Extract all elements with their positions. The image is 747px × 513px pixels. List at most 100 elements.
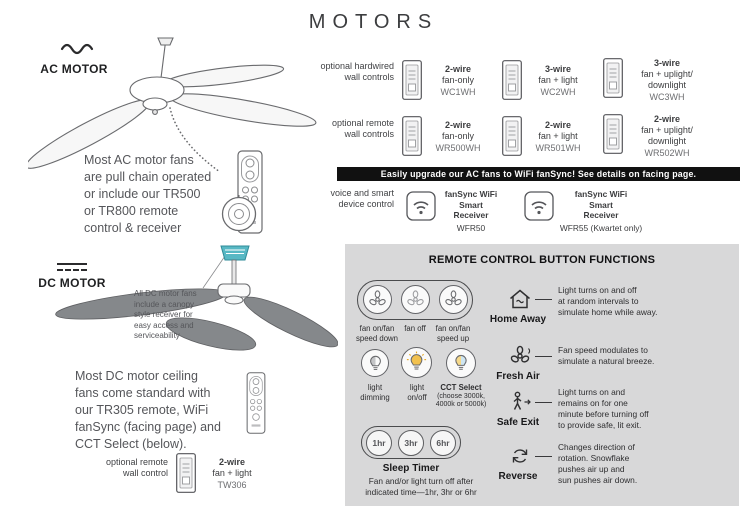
ac-waveform-icon [60, 43, 94, 55]
timer-3hr-button: 3hr [398, 429, 424, 456]
wall-control-cell: 2-wire fan + light TW306 [200, 457, 264, 491]
reverse-icon [512, 449, 528, 463]
light-onoff-button [401, 347, 432, 378]
fan-off-button [401, 285, 430, 314]
connector-line [535, 402, 552, 403]
function-label: fan-only [441, 131, 475, 141]
ac-motor-label: AC MOTOR [40, 62, 108, 76]
sleep-timer-group: 1hr 3hr 6hr [361, 426, 461, 459]
function-label: fan-only [441, 75, 475, 85]
wire-label: 2-wire [444, 64, 471, 74]
wall-control-cell: 2-wire fan + uplight/ downlight WR502WH [623, 114, 711, 159]
model-number: WR502WH [644, 148, 690, 158]
connector-line [535, 356, 552, 357]
wire-label: 2-wire [218, 457, 245, 467]
dc-canopy-callout: All DC motor fans include a canopy style… [134, 289, 197, 340]
function-label: fan + uplight/ downlight [641, 125, 693, 146]
cct-select-label: CCT Select (choose 3000k, 4000k or 5000k… [429, 383, 493, 410]
sleep-timer-desc: Fan and/or light turn off after indicate… [365, 476, 477, 497]
dc-description: Most DC motor ceiling fans come standard… [75, 369, 221, 451]
ac-fan-illustration [28, 37, 317, 173]
fansync-receiver-cell: fanSync WiFi Smart Receiver WFR55 (Kwart… [552, 189, 650, 233]
dc-remote-illustration [246, 372, 266, 434]
model-number: WR500WH [435, 143, 481, 153]
wire-label: 2-wire [653, 114, 680, 124]
function-label: fan + light [212, 468, 252, 478]
dc-fan-illustration [55, 245, 338, 351]
model-number: WC2WH [540, 87, 576, 97]
hardwired-wall-controls-label: optional hardwired wall controls [320, 61, 394, 82]
fansync-upgrade-banner: Easily upgrade our AC fans to WiFi fanSy… [337, 167, 740, 181]
sleep-timer-title: Sleep Timer [382, 463, 440, 474]
wall-plate-icon [502, 116, 522, 156]
model-number: WC3WH [649, 92, 685, 102]
model-number: WC1WH [440, 87, 476, 97]
wall-control-cell: 2-wire fan + light WR501WH [524, 120, 592, 154]
fan-icon [369, 290, 386, 306]
fan-buttons-group [357, 280, 473, 320]
model-number: WFR55 (Kwartet only) [559, 222, 643, 233]
wall-plate-icon [402, 60, 422, 100]
connector-line [535, 299, 552, 300]
fresh-air-icon [510, 345, 531, 363]
connector-line [535, 456, 552, 457]
wire-label: 2-wire [444, 120, 471, 130]
light-onoff-label: light on/off [407, 383, 427, 402]
remote-wall-controls-label: optional remote wall controls [331, 118, 394, 139]
remote-functions-panel: REMOTE CONTROL BUTTON FUNCTIONS [345, 244, 739, 506]
function-label: fan + light [538, 131, 578, 141]
bulb-dim-icon [369, 355, 381, 370]
function-desc: Light turns on and off at random interva… [558, 285, 658, 317]
voice-smart-control-label: voice and smart device control [330, 188, 394, 209]
fan-icon [407, 290, 424, 306]
bulb-cct-icon [455, 354, 467, 370]
model-number: WFR50 [456, 222, 486, 233]
fan-speed-down-button [363, 285, 392, 314]
bulb-on-icon [406, 351, 427, 370]
timer-1hr-button: 1hr [366, 429, 392, 456]
fan-off-label: fan off [404, 324, 426, 333]
timer-6hr-button: 6hr [430, 429, 456, 456]
dc-wall-control-label: optional remote wall control [105, 457, 168, 478]
model-number: TW306 [217, 480, 247, 490]
fan-speed-down-label: fan on/fan speed down [355, 324, 399, 343]
dc-current-icon [57, 263, 87, 271]
wall-control-cell: 3-wire fan + uplight/ downlight WC3WH [623, 58, 711, 103]
ac-receiver-illustration [221, 195, 257, 232]
function-desc: Fan speed modulates to simulate a natura… [558, 345, 655, 366]
fan-speed-up-button [439, 285, 468, 314]
wire-label: 3-wire [653, 58, 680, 68]
function-name: Fresh Air [496, 371, 540, 382]
wall-control-cell: 3-wire fan + light WC2WH [524, 64, 592, 98]
wall-plate-icon [402, 116, 422, 156]
function-name: Safe Exit [496, 417, 540, 428]
function-desc: Light turns on and remains on for one mi… [558, 387, 649, 430]
cct-select-button [446, 348, 476, 378]
wall-plate-icon [603, 58, 623, 98]
wall-control-cell: 2-wire fan-only WC1WH [424, 64, 492, 98]
wire-label: 2-wire [544, 120, 571, 130]
function-label: fan + uplight/ downlight [641, 69, 693, 90]
wire-label: 3-wire [544, 64, 571, 74]
function-label: fan + light [538, 75, 578, 85]
wall-plate-icon [603, 114, 623, 154]
wall-plate-icon [176, 453, 196, 493]
ac-description: Most AC motor fans are pull chain operat… [84, 153, 212, 235]
fan-speed-up-label: fan on/fan speed up [435, 324, 471, 343]
function-name: Home Away [489, 314, 547, 325]
function-desc: Changes direction of rotation. Snowflake… [558, 442, 638, 485]
panel-title: REMOTE CONTROL BUTTON FUNCTIONS [428, 254, 656, 266]
function-name: Reverse [498, 471, 538, 482]
cct-name: CCT Select [440, 383, 482, 392]
home-away-icon [510, 289, 530, 309]
receiver-name: fanSync WiFi Smart Receiver [444, 189, 498, 220]
safe-exit-icon [513, 391, 531, 410]
receiver-name: fanSync WiFi Smart Receiver [574, 189, 628, 220]
dc-motor-label: DC MOTOR [38, 276, 106, 290]
wall-control-cell: 2-wire fan-only WR500WH [424, 120, 492, 154]
wall-plate-icon [502, 60, 522, 100]
light-dimming-label: light dimming [360, 383, 390, 402]
cct-sub: (choose 3000k, 4000k or 5000k) [435, 392, 487, 409]
light-dimming-button [361, 349, 389, 377]
fansync-receiver-cell: fanSync WiFi Smart Receiver WFR50 [440, 189, 502, 233]
